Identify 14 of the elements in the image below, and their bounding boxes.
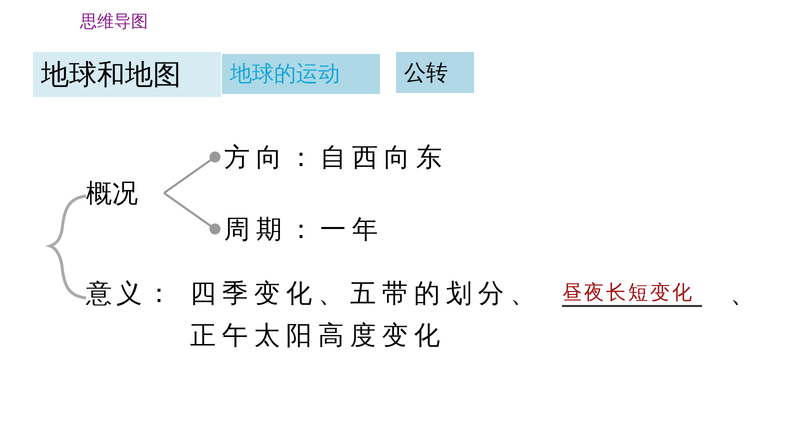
connector-line — [163, 192, 220, 234]
branch-label: 概况 — [86, 174, 158, 212]
answer-text: 昼夜长短变化 — [562, 280, 702, 307]
mind-map-title: 思维导图 — [80, 11, 148, 33]
branch-label: 意义： — [86, 278, 176, 311]
meaning-text: 四季变化、五带的划分、 — [190, 278, 542, 311]
topic-tab: 地球和地图 — [33, 52, 221, 97]
connector-line — [163, 152, 220, 194]
topic-tab: 公转 — [396, 52, 474, 93]
meaning-text: 正午太阳高度变化 — [190, 320, 446, 353]
leaf-label: 周期：一年 — [224, 210, 404, 248]
leaf-label: 方向：自西向东 — [224, 138, 474, 176]
topic-tab: 地球的运动 — [222, 54, 380, 94]
meaning-text: 、 — [730, 278, 756, 311]
